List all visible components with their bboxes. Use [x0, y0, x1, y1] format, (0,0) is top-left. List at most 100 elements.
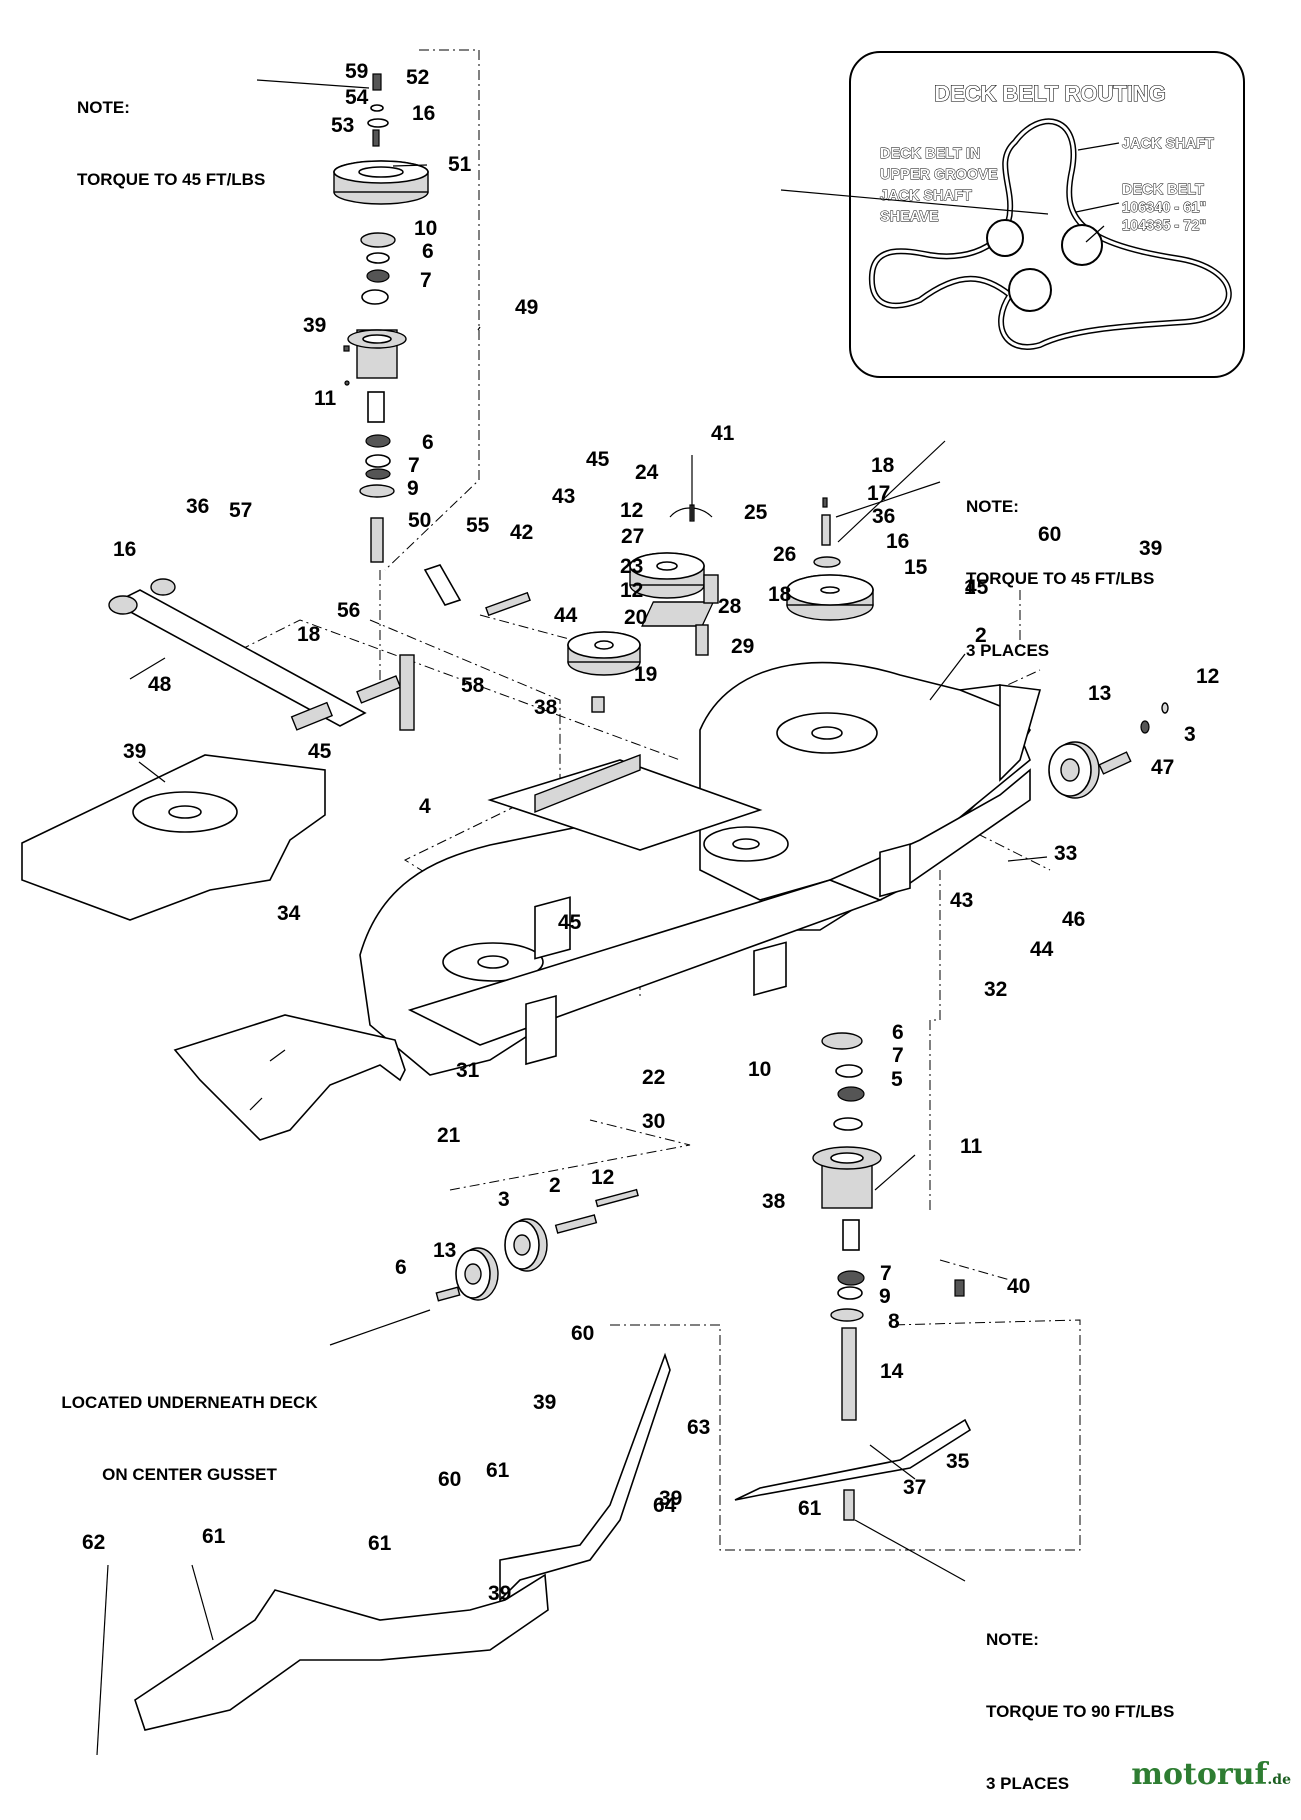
callout-12: 12 — [1196, 665, 1219, 688]
callout-2: 2 — [549, 1174, 561, 1197]
callout-50: 50 — [408, 509, 431, 532]
callout-51: 51 — [448, 153, 472, 176]
callout-40: 40 — [1007, 1275, 1030, 1298]
belt-routing-title: DECK BELT ROUTING — [934, 81, 1166, 106]
callout-31: 31 — [456, 1059, 480, 1082]
callout-45: 45 — [308, 740, 332, 763]
callout-39: 39 — [659, 1487, 682, 1510]
callout-11: 11 — [960, 1135, 983, 1158]
deck-shield-left — [21, 754, 326, 921]
callout-18: 18 — [871, 454, 895, 477]
callout-63: 63 — [687, 1416, 710, 1439]
center-pulley-icon — [1008, 268, 1052, 312]
callout-8: 8 — [888, 1310, 900, 1333]
callout-39: 39 — [488, 1582, 511, 1605]
callout-30: 30 — [642, 1110, 665, 1133]
callout-6: 6 — [395, 1256, 407, 1279]
jack-shaft-sheave-icon — [986, 219, 1024, 257]
callout-10: 10 — [414, 217, 437, 240]
callout-45: 45 — [558, 911, 582, 934]
torque-note-bottom-right: NOTE: TORQUE TO 90 FT/LBS 3 PLACES — [986, 1630, 1175, 1793]
callout-55: 55 — [466, 514, 490, 537]
callout-27: 27 — [621, 525, 644, 548]
callout-12: 12 — [620, 579, 643, 602]
callout-12: 12 — [620, 499, 643, 522]
callout-53: 53 — [331, 114, 354, 137]
svg-text:DECK BELT: DECK BELT — [1122, 182, 1204, 198]
callout-1: 1 — [964, 576, 976, 599]
callout-6: 6 — [422, 431, 434, 454]
callout-61: 61 — [798, 1497, 822, 1520]
svg-text:SHEAVE: SHEAVE — [880, 209, 939, 225]
callout-25: 25 — [744, 501, 768, 524]
svg-text:104335 - 72": 104335 - 72" — [1122, 218, 1206, 234]
callout-41: 41 — [711, 422, 735, 445]
jack-shaft-pulley — [786, 497, 874, 621]
callout-43: 43 — [950, 889, 973, 912]
callout-44: 44 — [1030, 938, 1054, 961]
callout-15: 15 — [904, 556, 928, 579]
mower-deck — [359, 661, 1042, 1076]
callout-2: 2 — [975, 624, 987, 647]
spindle-assembly-bottom — [812, 1032, 965, 1421]
callout-23: 23 — [620, 555, 643, 578]
torque-note-top-left: NOTE: TORQUE TO 45 FT/LBS — [77, 98, 266, 189]
callout-21: 21 — [437, 1124, 461, 1147]
callout-49: 49 — [515, 296, 538, 319]
gauge-wheel-right — [1048, 702, 1169, 799]
callout-7: 7 — [892, 1044, 904, 1067]
callout-44: 44 — [554, 604, 578, 627]
callout-62: 62 — [82, 1531, 105, 1554]
callout-3: 3 — [498, 1188, 510, 1211]
callout-56: 56 — [337, 599, 360, 622]
callout-32: 32 — [984, 978, 1007, 1001]
callout-34: 34 — [277, 902, 301, 925]
callout-60: 60 — [1038, 523, 1061, 546]
callout-3: 3 — [1184, 723, 1196, 746]
callout-7: 7 — [420, 269, 432, 292]
callout-18: 18 — [768, 583, 792, 606]
callout-29: 29 — [731, 635, 754, 658]
mower-blade — [734, 1418, 972, 1501]
svg-text:106340 - 61": 106340 - 61" — [1122, 200, 1206, 216]
callout-12: 12 — [591, 1166, 614, 1189]
callout-61: 61 — [486, 1459, 510, 1482]
callout-35: 35 — [946, 1450, 970, 1473]
callout-39: 39 — [1139, 537, 1162, 560]
idler-pulleys — [567, 504, 719, 713]
callout-42: 42 — [510, 521, 533, 544]
callout-61: 61 — [368, 1532, 392, 1555]
callout-52: 52 — [406, 66, 429, 89]
callout-18: 18 — [297, 623, 321, 646]
callout-9: 9 — [407, 477, 419, 500]
callout-9: 9 — [879, 1285, 891, 1308]
callout-47: 47 — [1151, 756, 1174, 779]
callout-20: 20 — [624, 606, 647, 629]
callout-19: 19 — [634, 663, 657, 686]
callout-16: 16 — [113, 538, 136, 561]
arm-assembly — [108, 564, 531, 731]
callout-16: 16 — [412, 102, 435, 125]
callout-33: 33 — [1054, 842, 1077, 865]
callout-14: 14 — [880, 1360, 904, 1383]
callout-37: 37 — [903, 1476, 926, 1499]
callout-43: 43 — [552, 485, 575, 508]
svg-text:DECK BELT IN: DECK BELT IN — [880, 146, 980, 162]
svg-text:JACK SHAFT: JACK SHAFT — [880, 188, 972, 204]
callout-39: 39 — [303, 314, 326, 337]
callout-6: 6 — [892, 1021, 904, 1044]
callout-58: 58 — [461, 674, 485, 697]
callout-39: 39 — [533, 1391, 556, 1414]
callout-13: 13 — [433, 1239, 456, 1262]
callout-60: 60 — [571, 1322, 594, 1345]
svg-text:UPPER GROOVE: UPPER GROOVE — [880, 167, 998, 183]
baffles — [134, 1352, 671, 1731]
discharge-chute — [173, 1014, 406, 1141]
callout-54: 54 — [345, 86, 369, 109]
svg-text:JACK SHAFT: JACK SHAFT — [1122, 136, 1214, 152]
callout-39: 39 — [123, 740, 146, 763]
callout-45: 45 — [965, 576, 989, 599]
callout-57: 57 — [229, 499, 252, 522]
